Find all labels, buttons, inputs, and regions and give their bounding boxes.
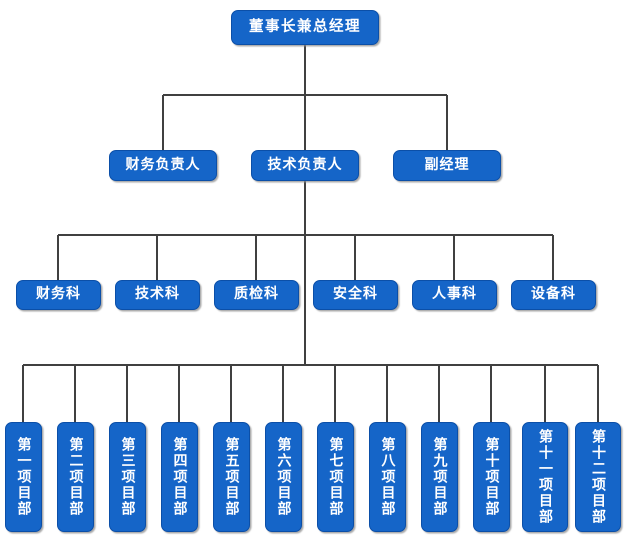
node-project-9[interactable]: 第九项目部 — [421, 422, 458, 532]
node-project-10[interactable]: 第十项目部 — [473, 422, 510, 532]
node-project-12[interactable]: 第十二项目部 — [575, 422, 621, 532]
node-dept-safety[interactable]: 安全科 — [313, 280, 398, 310]
node-project-2[interactable]: 第二项目部 — [57, 422, 94, 532]
node-dept-hr[interactable]: 人事科 — [412, 280, 497, 310]
node-project-4[interactable]: 第四项目部 — [161, 422, 198, 532]
node-project-1[interactable]: 第一项目部 — [5, 422, 42, 532]
node-project-3[interactable]: 第三项目部 — [109, 422, 146, 532]
node-project-5[interactable]: 第五项目部 — [213, 422, 250, 532]
node-chairman[interactable]: 董事长兼总经理 — [231, 10, 379, 45]
node-dept-quality[interactable]: 质检科 — [214, 280, 299, 310]
node-dept-technical[interactable]: 技术科 — [115, 280, 200, 310]
node-deputy-manager[interactable]: 副经理 — [393, 150, 501, 181]
node-project-7[interactable]: 第七项目部 — [317, 422, 354, 532]
node-dept-finance[interactable]: 财务科 — [16, 280, 101, 310]
node-finance-manager[interactable]: 财务负责人 — [109, 150, 217, 181]
node-project-11[interactable]: 第十一项目部 — [522, 422, 568, 532]
node-project-8[interactable]: 第八项目部 — [369, 422, 406, 532]
node-dept-equipment[interactable]: 设备科 — [511, 280, 596, 310]
node-technical-manager[interactable]: 技术负责人 — [251, 150, 359, 181]
node-project-6[interactable]: 第六项目部 — [265, 422, 302, 532]
